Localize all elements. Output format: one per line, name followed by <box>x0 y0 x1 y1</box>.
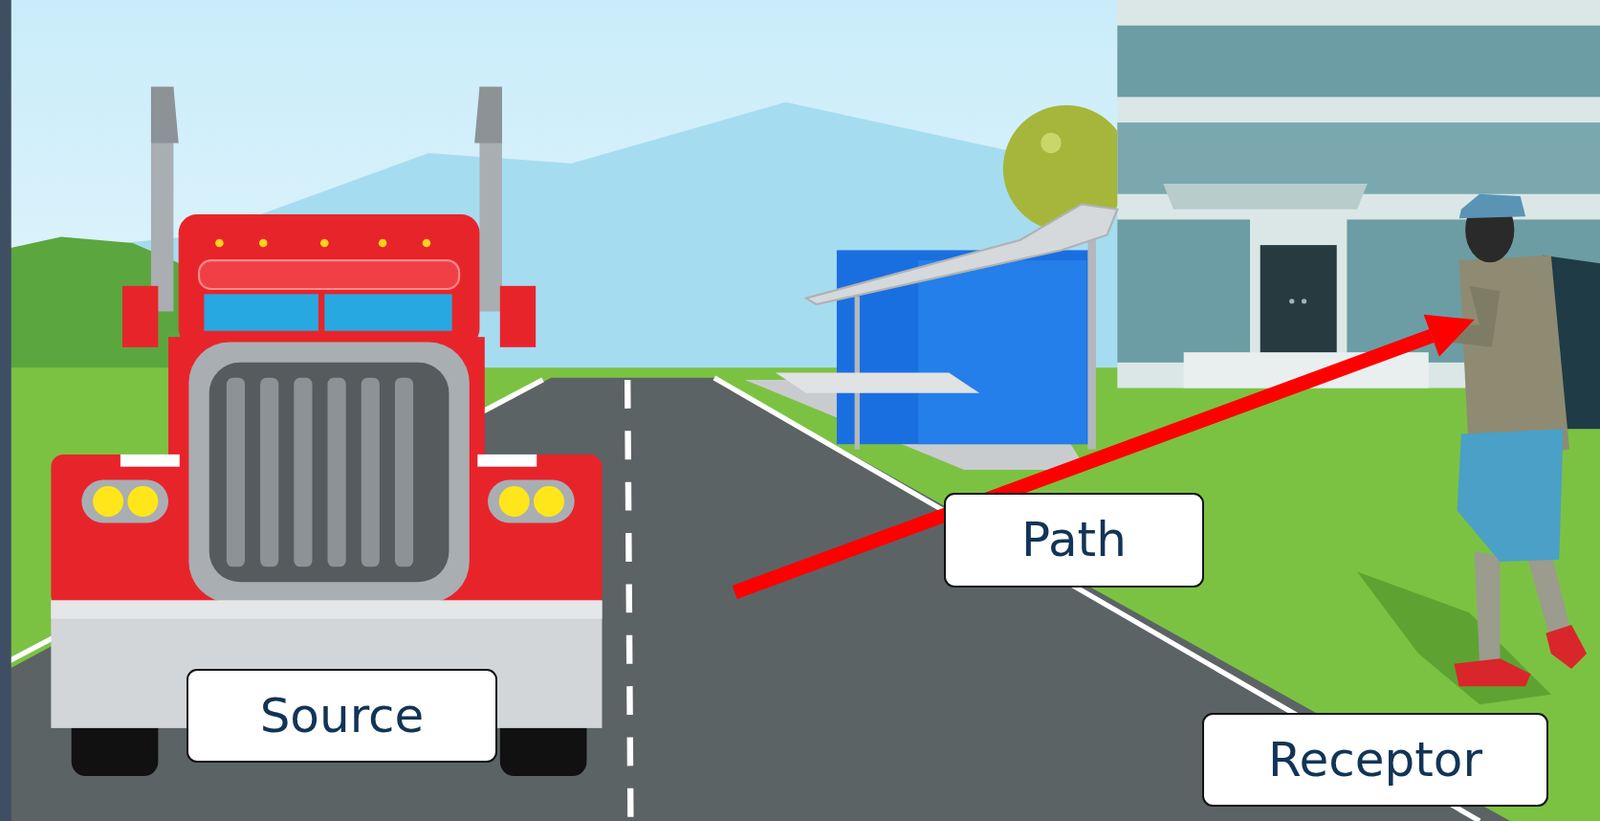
person-shadow <box>1357 571 1552 705</box>
headlight-housing <box>487 480 575 524</box>
exhaust-stack <box>474 87 503 144</box>
truck-grill <box>188 342 469 603</box>
red-arrow-line <box>734 335 1432 592</box>
grill-bar <box>327 377 346 567</box>
headlight <box>92 485 124 517</box>
marker-light <box>215 239 224 248</box>
bumper-top <box>50 599 602 618</box>
grill-bar <box>361 377 380 567</box>
door-handle <box>1289 298 1294 304</box>
label-box: Path <box>943 492 1205 588</box>
headlight <box>127 485 158 517</box>
mirror <box>500 285 536 348</box>
truck-roof-light <box>198 260 460 289</box>
grill-inner <box>209 362 450 582</box>
door <box>1260 244 1337 363</box>
glass-band <box>1117 219 1250 362</box>
headlight <box>533 485 565 517</box>
marker-light <box>422 239 432 248</box>
tree-highlight <box>1040 132 1061 154</box>
windshield <box>324 293 452 330</box>
shelter-glass <box>918 260 1087 444</box>
mirror <box>122 285 158 348</box>
label-text: Path <box>1021 513 1127 567</box>
label-box: Receptor <box>1202 712 1549 807</box>
label-text: Receptor <box>1268 733 1483 787</box>
grill-bar <box>394 377 414 567</box>
marker-light <box>259 239 268 248</box>
windshield <box>203 293 319 330</box>
glass-band <box>1117 25 1600 98</box>
shoe <box>1453 657 1531 686</box>
shelter-roof <box>806 203 1118 305</box>
marker-light <box>320 239 329 248</box>
leg <box>1474 550 1501 666</box>
truck-cab <box>178 214 481 348</box>
headlight-housing <box>81 480 169 524</box>
grill-bar <box>260 377 279 567</box>
label-box: Source <box>186 668 498 763</box>
cap <box>1459 194 1526 220</box>
red-arrow-head <box>1424 314 1475 357</box>
fender-stripe <box>120 454 180 467</box>
fender-stripe <box>477 454 537 467</box>
headlight <box>499 485 530 517</box>
grill-bars <box>226 377 414 567</box>
center-dash-line <box>627 379 631 821</box>
grill-bar <box>226 377 245 567</box>
shelter-bench <box>775 372 980 394</box>
truck-body <box>168 336 485 613</box>
shelter-post <box>1087 234 1096 449</box>
shorts <box>1457 428 1564 562</box>
label-text: Source <box>260 689 425 743</box>
glass-band <box>1117 122 1600 195</box>
marker-light <box>378 239 388 248</box>
canopy <box>1162 183 1367 210</box>
shoe <box>1545 624 1587 669</box>
grill-bar <box>293 377 312 567</box>
door-handle <box>1301 298 1307 304</box>
exhaust-stack <box>151 87 179 144</box>
frame-strip <box>0 0 12 821</box>
